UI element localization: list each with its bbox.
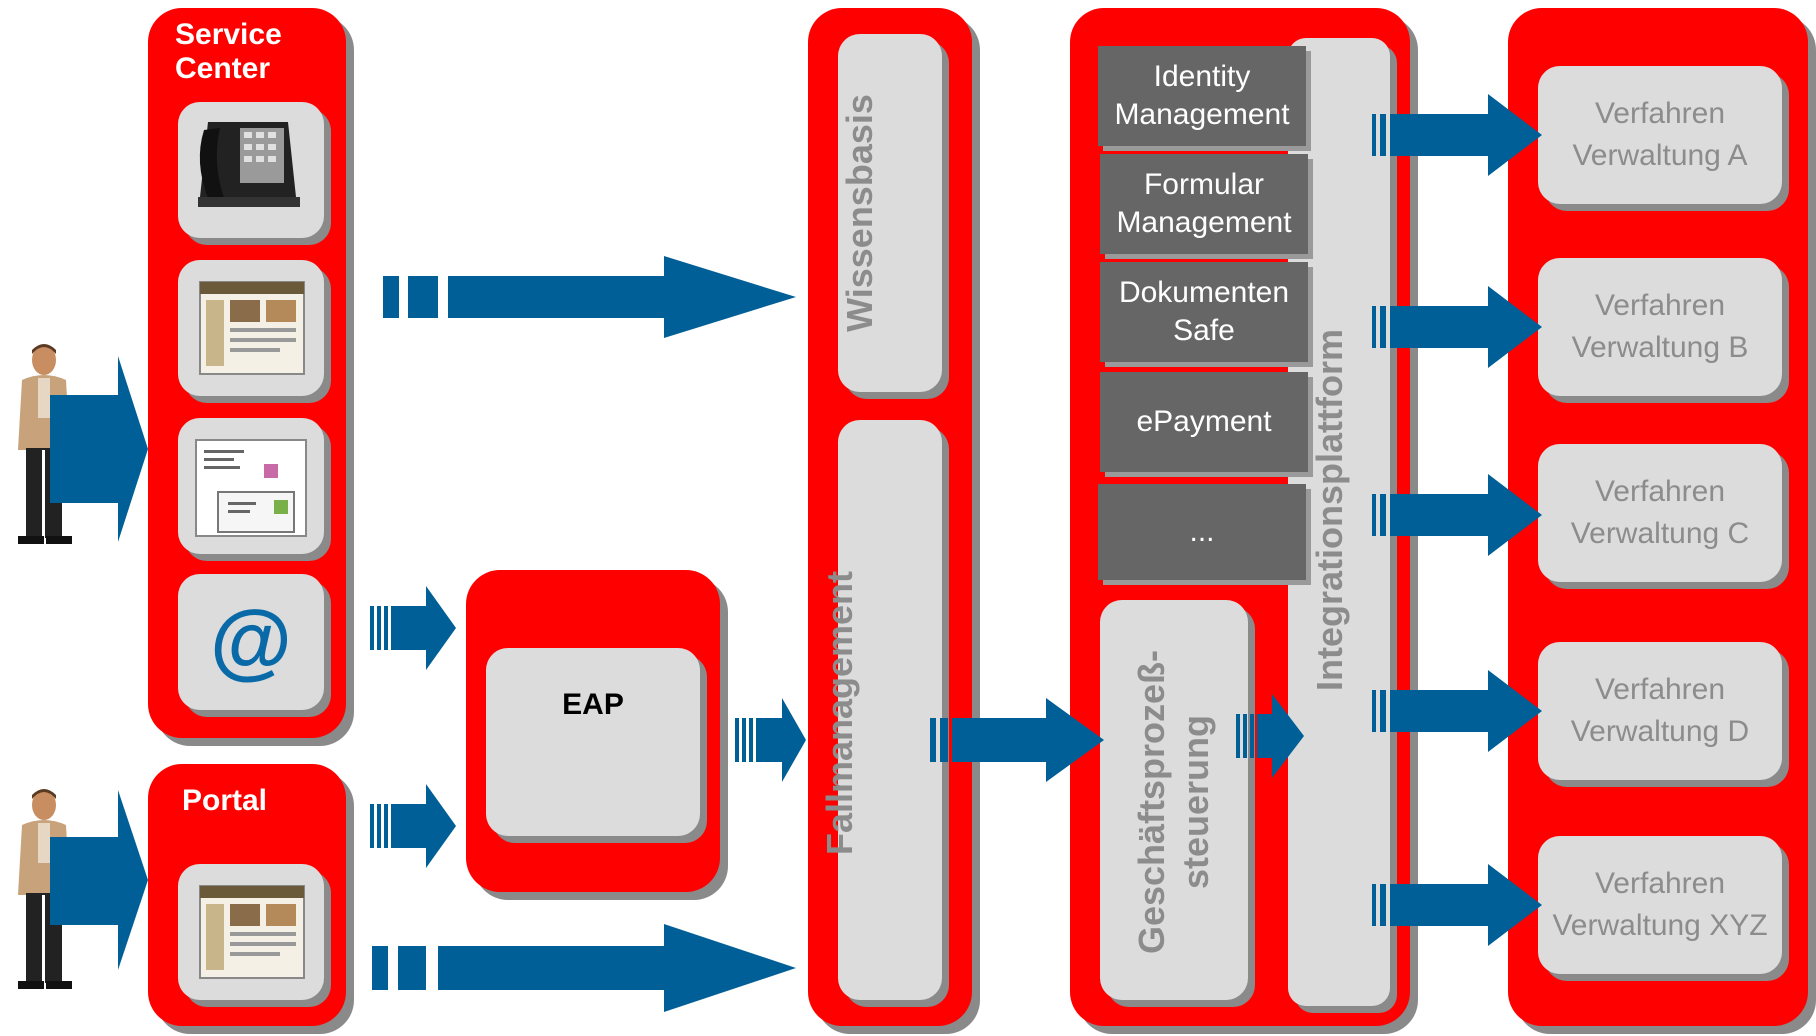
phone-channel-box: [178, 102, 324, 238]
procedure-b: Verfahren Verwaltung B: [1538, 258, 1782, 396]
procedure-a: Verfahren Verwaltung A: [1538, 66, 1782, 204]
arrow-integration-to-procedure-b: [1372, 286, 1542, 368]
website-icon: [199, 281, 305, 375]
arrow-integration-to-procedure-d: [1372, 670, 1542, 752]
arrow-fallmanagement-to-process: [930, 698, 1104, 782]
portal-title: Portal: [182, 784, 268, 817]
form-icon: [195, 439, 307, 537]
service-formular-management: Formular Management: [1100, 154, 1308, 254]
website-icon: [199, 885, 305, 979]
arrow-process-to-integration: [1236, 694, 1304, 778]
phone-icon: [198, 122, 300, 207]
service-identity-management: Identity Management: [1098, 46, 1306, 146]
arrow-eap-to-fallmanagement: [735, 698, 806, 782]
eap-box: EAP: [486, 648, 700, 836]
arrow-person-top: [50, 356, 148, 542]
procedure-xyz: Verfahren Verwaltung XYZ: [1538, 836, 1782, 974]
service-center-title: Service Center: [175, 18, 282, 85]
service-dokumenten-safe: Dokumenten Safe: [1100, 262, 1308, 362]
eap-label: EAP: [562, 688, 624, 721]
wissensbasis-box: [838, 34, 942, 392]
arrow-integration-to-procedure-c: [1372, 474, 1542, 556]
arrow-integration-to-procedure-a: [1372, 94, 1542, 176]
fallmanagement-box: [838, 420, 942, 1000]
arrow-integration-to-procedure-xyz: [1372, 864, 1542, 946]
arrow-portal-to-eap: [370, 784, 456, 868]
arrow-email-to-eap: [370, 586, 456, 670]
website-channel-box: [178, 260, 324, 396]
process-control-box: [1100, 600, 1248, 1000]
service-epayment: ePayment: [1100, 372, 1308, 472]
arrow-service-center-to-wissensbasis: [383, 256, 796, 338]
service-more: ...: [1098, 484, 1306, 580]
portal-website-box: [178, 864, 324, 1000]
procedure-d: Verfahren Verwaltung D: [1538, 642, 1782, 780]
procedure-c: Verfahren Verwaltung C: [1538, 444, 1782, 582]
form-channel-box: [178, 418, 324, 554]
arrow-person-bottom: [50, 790, 148, 970]
email-channel-box: @: [178, 574, 324, 710]
at-sign-icon: @: [210, 593, 292, 687]
arrow-portal-to-fallmanagement: [372, 924, 796, 1012]
